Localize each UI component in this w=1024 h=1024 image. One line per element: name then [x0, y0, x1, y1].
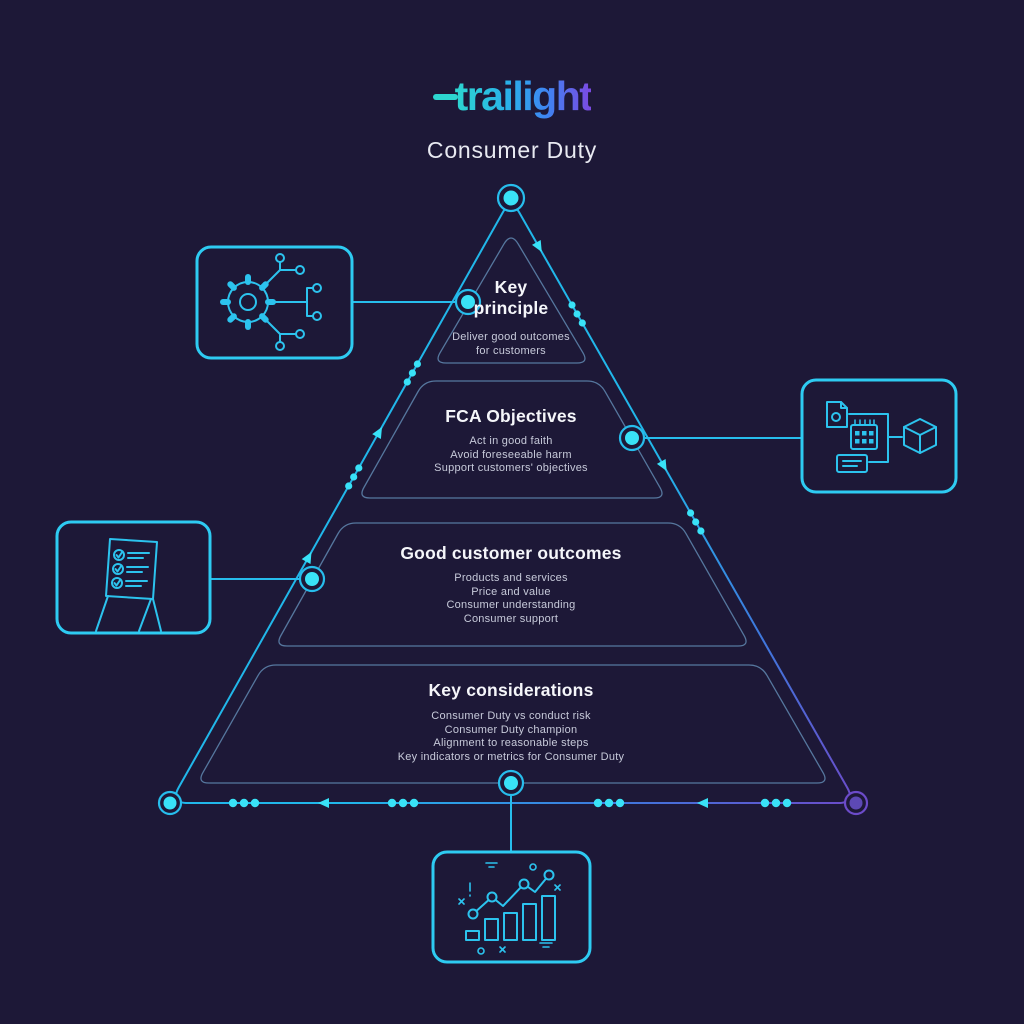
- page-title: Consumer Duty: [426, 137, 598, 163]
- brand-logo: trailight: [0, 73, 1024, 119]
- section-title-key-considerations: Key considerations: [428, 680, 594, 700]
- list-item: Consumer Duty vs conduct risk: [431, 710, 591, 722]
- list-item: Consumer support: [463, 612, 559, 625]
- section-title-fca-objectives: FCA Objectives: [445, 406, 577, 426]
- list-item: Avoid foreseeable harm: [450, 448, 572, 461]
- section-items-key-principle: Deliver good outcomes for customers: [426, 331, 596, 358]
- fca-objectives-node: [618, 424, 646, 452]
- icon-box-fca-objectives: [800, 378, 958, 494]
- bottom-right-node: [843, 790, 869, 816]
- connector-lines: [210, 301, 802, 852]
- section-good-outcomes-outline: [278, 522, 747, 647]
- edge-arrows: [301, 240, 708, 808]
- logo-crossbar: [432, 94, 458, 100]
- checklist-easel-icon: [95, 538, 162, 632]
- bar-chart-trend-icon: [458, 862, 561, 955]
- key-considerations-node: [497, 769, 525, 797]
- icon-box-key-principle: [195, 245, 354, 360]
- section-items-good-outcomes: Products and services Price and value Co…: [351, 572, 671, 626]
- key-principle-node: [454, 288, 482, 316]
- gear-network-icon: [220, 253, 322, 351]
- section-fca-objectives-outline: [361, 380, 663, 499]
- documents-cube-icon: [826, 401, 937, 473]
- list-item: Deliver good outcomes: [452, 331, 570, 343]
- list-item: Key indicators or metrics for Consumer D…: [397, 750, 625, 763]
- list-item: Support customers' objectives: [434, 462, 588, 474]
- list-item: Products and services: [454, 572, 568, 584]
- section-title-good-outcomes: Good customer outcomes: [400, 543, 622, 563]
- list-item: Act in good faith: [469, 435, 553, 447]
- section-items-fca-objectives: Act in good faith Avoid foreseeable harm…: [351, 435, 671, 476]
- list-item: Price and value: [471, 585, 551, 598]
- list-item: Consumer understanding: [446, 599, 576, 611]
- icon-box-good-outcomes: [55, 520, 212, 635]
- edge-dots: [228, 301, 792, 808]
- list-item: Alignment to reasonable steps: [433, 737, 589, 749]
- section-key-considerations-outline: [200, 664, 826, 784]
- icon-box-key-considerations: [431, 850, 592, 964]
- logo-wordmark: trailight: [454, 73, 593, 119]
- section-title-key-principle: Key principle: [473, 277, 549, 318]
- list-item: Consumer Duty champion: [444, 723, 578, 736]
- section-key-principle-outline: [437, 237, 586, 364]
- bottom-left-node: [157, 790, 183, 816]
- list-item: for customers: [476, 344, 546, 357]
- apex-node: [496, 183, 526, 213]
- good-outcomes-node: [298, 565, 326, 593]
- section-items-key-considerations: Consumer Duty vs conduct risk Consumer D…: [351, 710, 671, 764]
